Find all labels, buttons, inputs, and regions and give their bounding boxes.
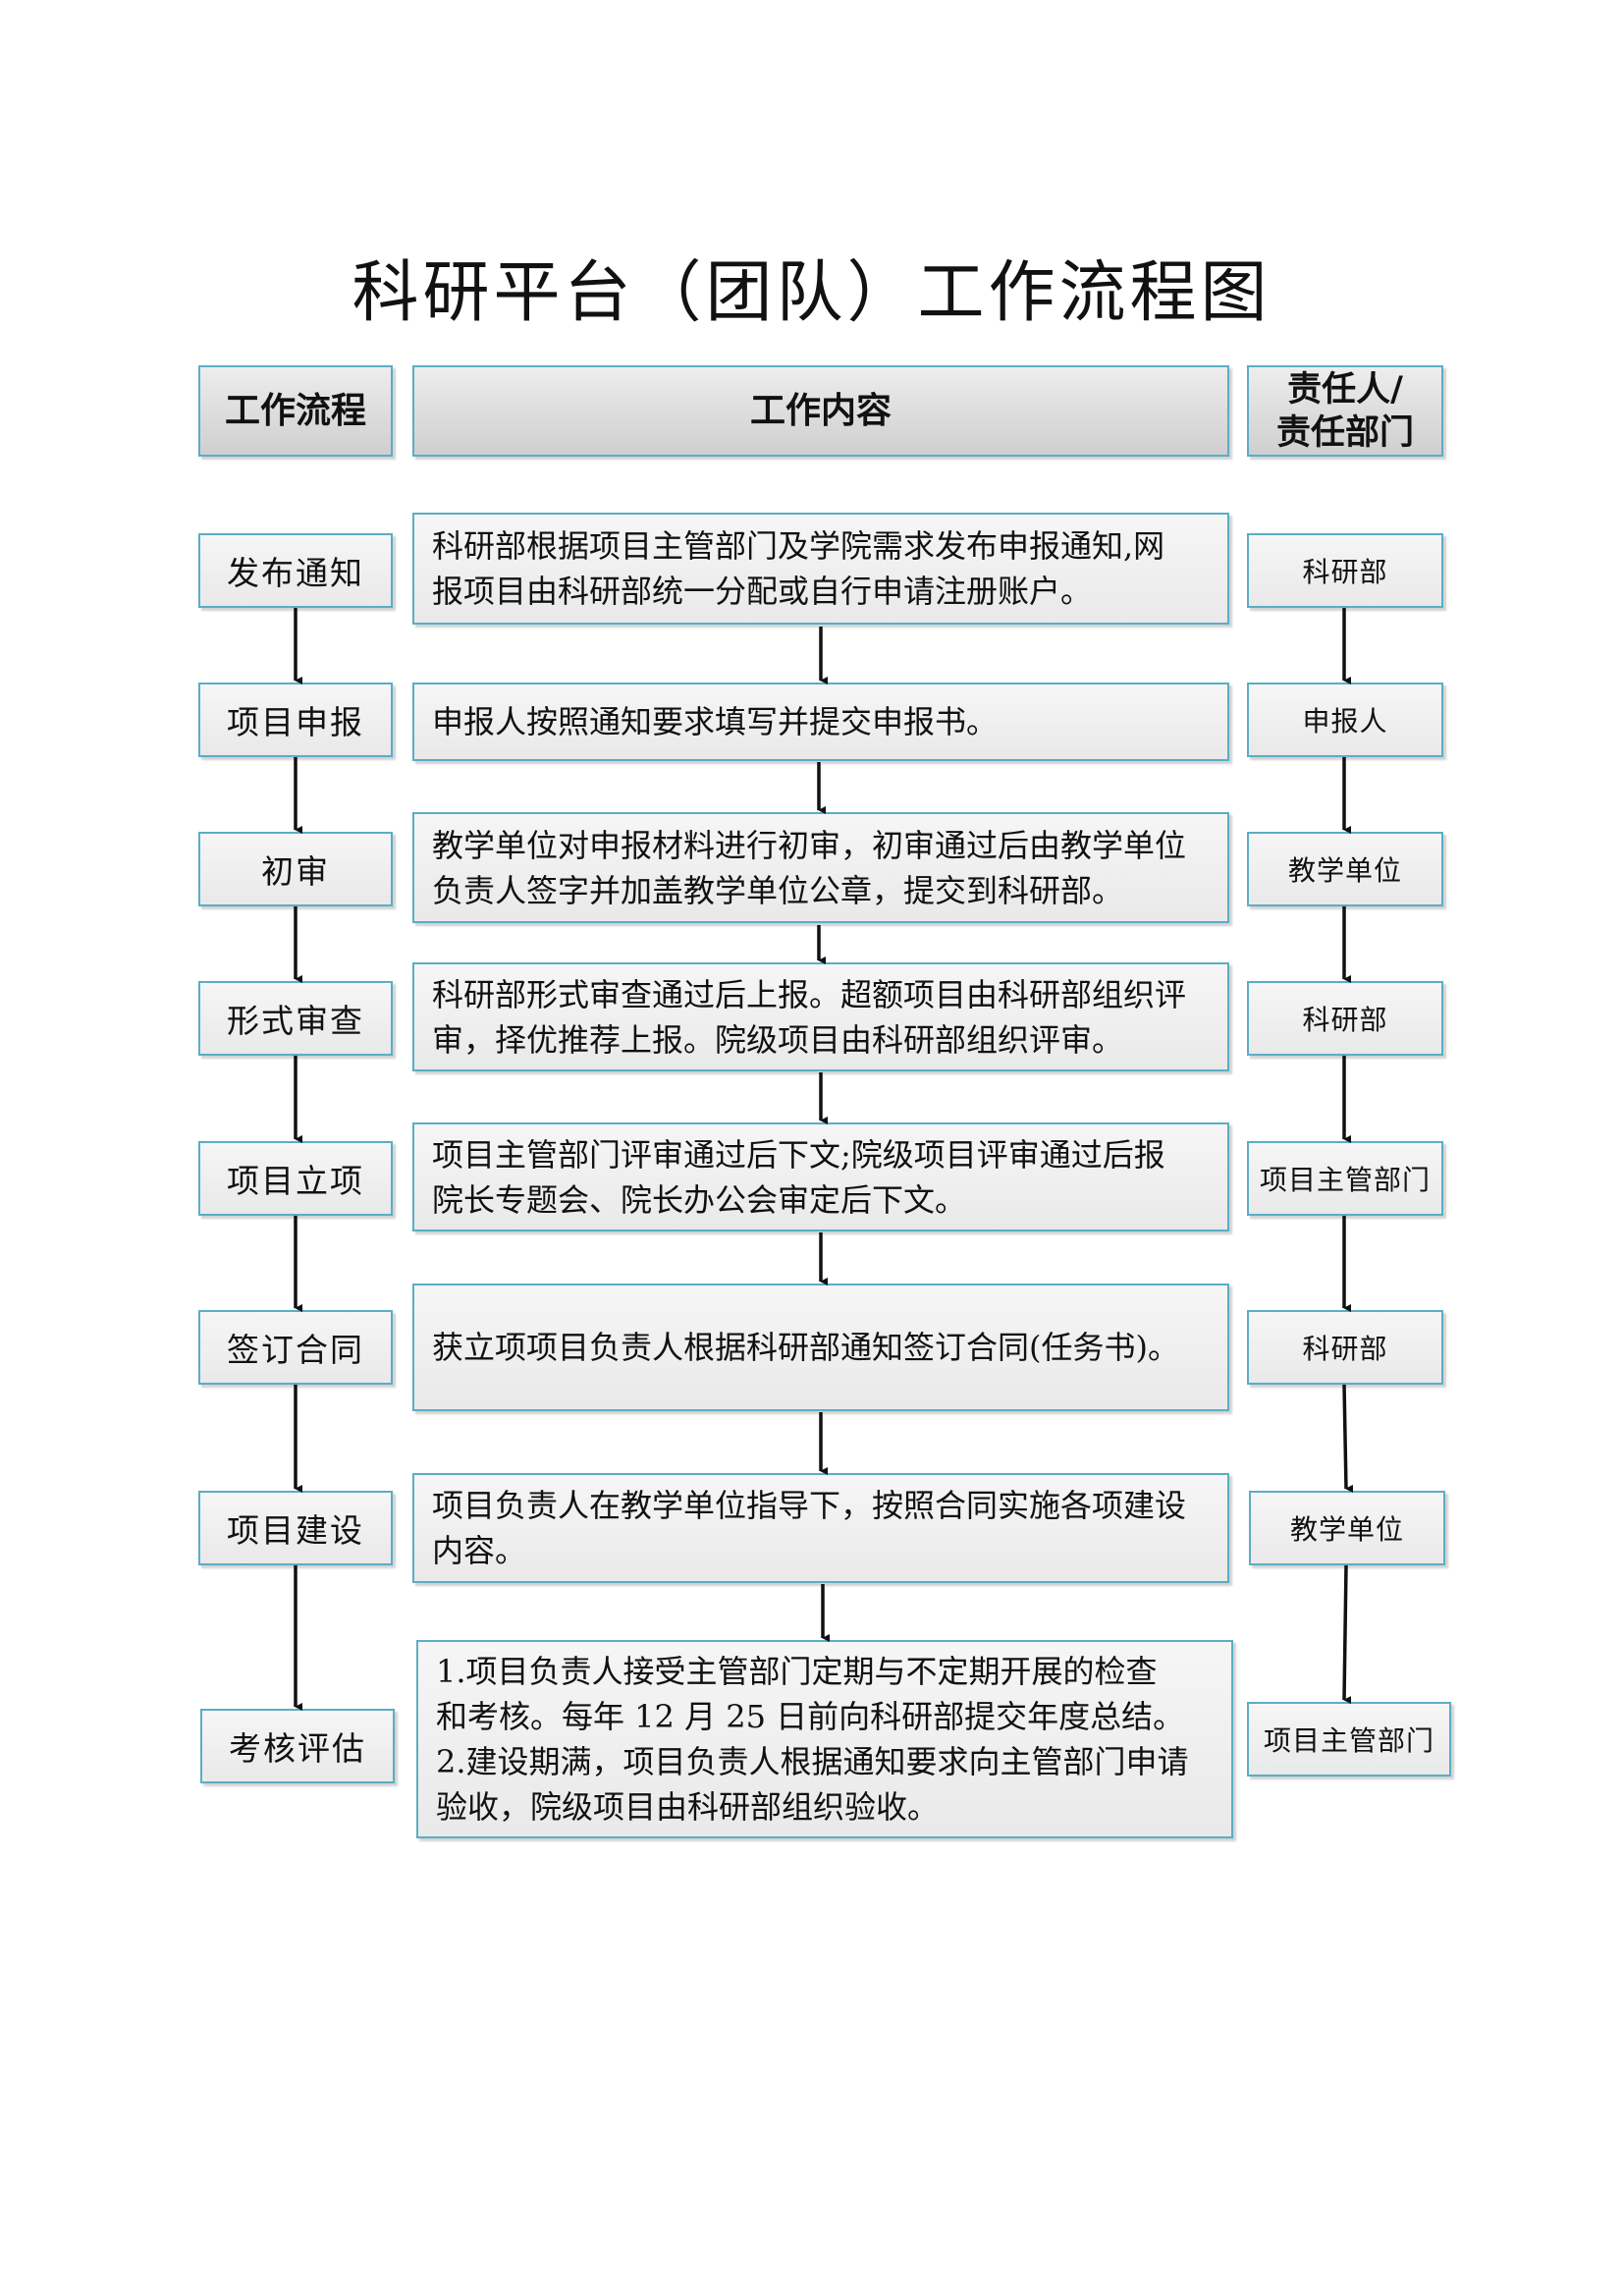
- resp-label: 项目主管部门: [1263, 1724, 1434, 1757]
- step-label: 项目立项: [227, 1162, 364, 1200]
- resp-label: 教学单位: [1289, 1513, 1404, 1546]
- resp-label: 申报人: [1302, 705, 1388, 738]
- resp-box-project-application: 申报人: [1247, 683, 1443, 757]
- resp-label: 教学单位: [1287, 854, 1402, 887]
- content-text: 项目主管部门评审通过后下文;院级项目评审通过后报 院长专题会、院长办公会审定后下…: [432, 1135, 1165, 1219]
- content-text: 获立项项目负责人根据科研部通知签订合同(任务书)。: [432, 1329, 1179, 1366]
- content-text: 申报人按照通知要求填写并提交申报书。: [432, 703, 999, 740]
- resp-box-project-construction: 教学单位: [1249, 1491, 1445, 1565]
- content-text: 项目负责人在教学单位指导下，按照合同实施各项建设 内容。: [432, 1487, 1187, 1569]
- step-box-project-construction: 项目建设: [198, 1491, 393, 1565]
- header-responsible-label: 责任人/ 责任部门: [1275, 369, 1414, 453]
- resp-label: 科研部: [1302, 556, 1388, 588]
- resp-box-sign-contract: 科研部: [1247, 1310, 1443, 1385]
- header-content-label: 工作内容: [749, 390, 892, 431]
- header-process: 工作流程: [198, 365, 393, 457]
- resp-label: 项目主管部门: [1259, 1164, 1431, 1196]
- resp-box-formal-review: 科研部: [1247, 981, 1443, 1056]
- content-text: 科研部形式审查通过后上报。超额项目由科研部组织评 审，择优推荐上报。院级项目由科…: [432, 975, 1187, 1059]
- content-box-project-approval: 项目主管部门评审通过后下文;院级项目评审通过后报 院长专题会、院长办公会审定后下…: [412, 1122, 1229, 1231]
- step-label: 项目建设: [227, 1511, 364, 1550]
- step-label: 考核评估: [229, 1729, 366, 1768]
- resp-label: 科研部: [1302, 1004, 1388, 1036]
- resp-box-preliminary-review: 教学单位: [1247, 832, 1443, 906]
- resp-label: 科研部: [1302, 1333, 1388, 1365]
- step-box-assessment: 考核评估: [200, 1709, 395, 1783]
- header-content: 工作内容: [412, 365, 1229, 457]
- step-box-preliminary-review: 初审: [198, 832, 393, 906]
- step-label: 初审: [261, 852, 330, 891]
- content-text: 科研部根据项目主管部门及学院需求发布申报通知,网 报项目由科研部统一分配或自行申…: [432, 527, 1165, 610]
- header-responsible: 责任人/ 责任部门: [1247, 365, 1443, 457]
- step-label: 发布通知: [227, 554, 364, 592]
- content-box-assessment: 1.项目负责人接受主管部门定期与不定期开展的检查 和考核。每年 12 月 25 …: [416, 1640, 1233, 1838]
- content-box-project-application: 申报人按照通知要求填写并提交申报书。: [412, 683, 1229, 761]
- content-box-preliminary-review: 教学单位对申报材料进行初审，初审通过后由教学单位 负责人签字并加盖教学单位公章，…: [412, 812, 1229, 923]
- step-box-project-approval: 项目立项: [198, 1141, 393, 1216]
- header-process-label: 工作流程: [224, 390, 366, 431]
- step-box-publish-notice: 发布通知: [198, 533, 393, 608]
- content-box-sign-contract: 获立项项目负责人根据科研部通知签订合同(任务书)。: [412, 1284, 1229, 1411]
- content-box-project-construction: 项目负责人在教学单位指导下，按照合同实施各项建设 内容。: [412, 1473, 1229, 1583]
- step-label: 签订合同: [227, 1331, 364, 1369]
- step-label: 形式审查: [227, 1002, 364, 1040]
- page-title: 科研平台（团队）工作流程图: [352, 254, 1271, 332]
- arrow-right-7: [1342, 1564, 1352, 1705]
- step-label: 项目申报: [227, 703, 364, 741]
- resp-box-project-approval: 项目主管部门: [1247, 1141, 1443, 1216]
- arrow-right-6: [1342, 1384, 1354, 1493]
- content-box-publish-notice: 科研部根据项目主管部门及学院需求发布申报通知,网 报项目由科研部统一分配或自行申…: [412, 513, 1229, 625]
- resp-box-publish-notice: 科研部: [1247, 533, 1443, 608]
- content-box-formal-review: 科研部形式审查通过后上报。超额项目由科研部组织评 审，择优推荐上报。院级项目由科…: [412, 962, 1229, 1071]
- content-text: 1.项目负责人接受主管部门定期与不定期开展的检查 和考核。每年 12 月 25 …: [436, 1653, 1189, 1826]
- content-text: 教学单位对申报材料进行初审，初审通过后由教学单位 负责人签字并加盖教学单位公章，…: [432, 826, 1187, 909]
